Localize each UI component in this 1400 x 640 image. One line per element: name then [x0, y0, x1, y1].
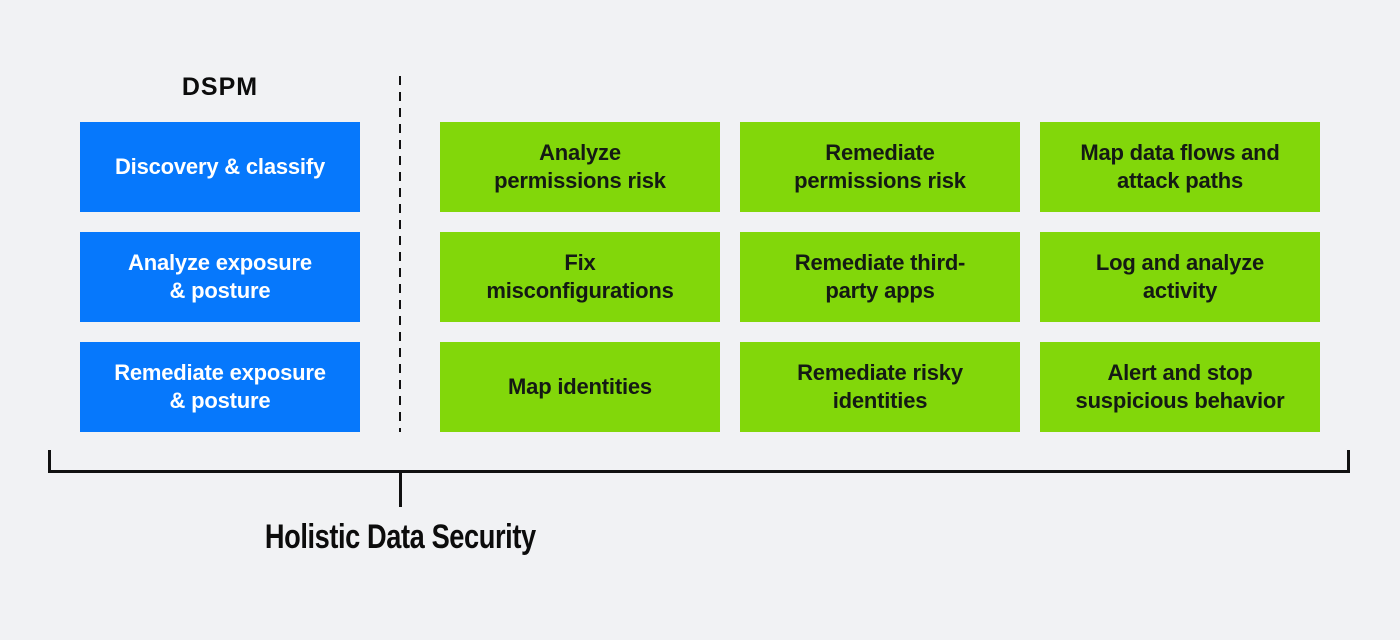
dashed-divider-line — [399, 76, 401, 432]
dspm-column-title: DSPM — [181, 72, 259, 101]
capability-box-remediate-permissions-risk: Remediate permissions risk — [740, 122, 1020, 212]
dspm-box-analyze-exposure-posture: Analyze exposure & posture — [80, 232, 360, 322]
dspm-box-remediate-exposure-posture: Remediate exposure & posture — [80, 342, 360, 432]
capability-box-map-identities: Map identities — [440, 342, 720, 432]
bracket-center-stem — [399, 470, 402, 507]
capability-box-fix-misconfigurations: Fix misconfigurations — [440, 232, 720, 322]
bracket-horizontal-line — [48, 470, 1350, 473]
dspm-box-discovery-classify: Discovery & classify — [80, 122, 360, 212]
capability-box-analyze-permissions-risk: Analyze permissions risk — [440, 122, 720, 212]
holistic-data-security-label: Holistic Data Security — [264, 518, 536, 556]
bracket-label-container: Holistic Data Security — [100, 518, 700, 557]
capability-box-log-analyze-activity: Log and analyze activity — [1040, 232, 1320, 322]
bracket-right-tick — [1347, 450, 1350, 473]
capability-box-alert-stop-suspicious-behavior: Alert and stop suspicious behavior — [1040, 342, 1320, 432]
capability-box-map-data-flows-attack-paths: Map data flows and attack paths — [1040, 122, 1320, 212]
capability-box-remediate-third-party-apps: Remediate third- party apps — [740, 232, 1020, 322]
capability-box-remediate-risky-identities: Remediate risky identities — [740, 342, 1020, 432]
bracket-left-tick — [48, 450, 51, 473]
